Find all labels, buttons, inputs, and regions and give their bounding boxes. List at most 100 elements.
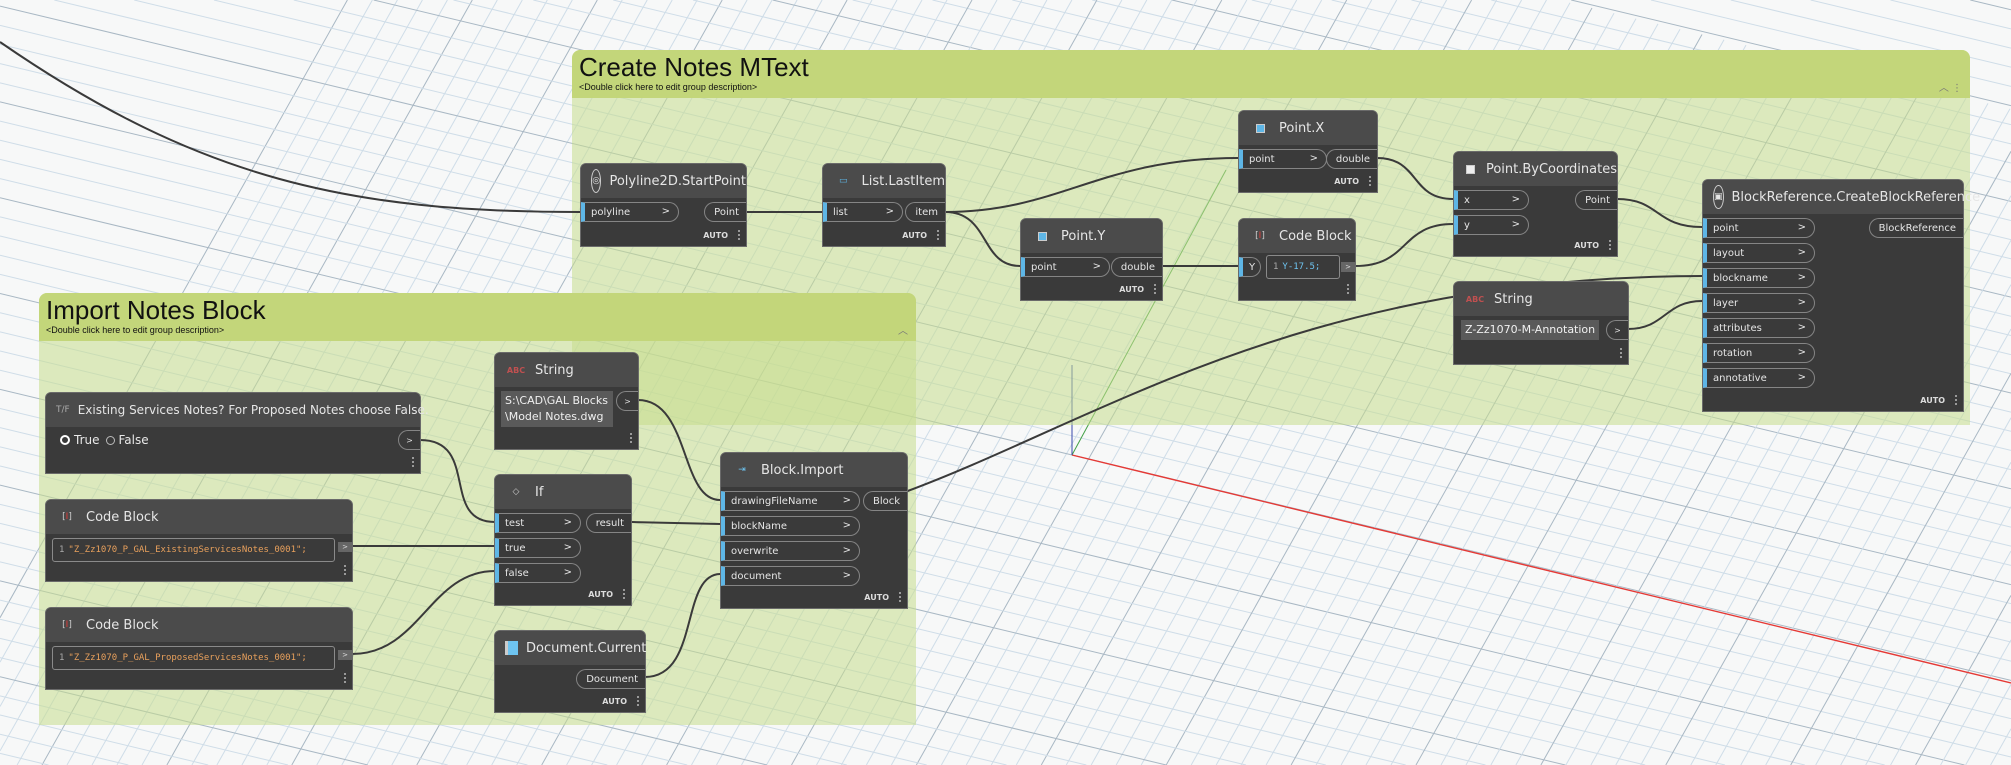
input-port-layer[interactable]: layer> xyxy=(1703,293,1815,313)
grid-line xyxy=(1890,550,2011,765)
string-value-input[interactable]: Z-Zz1070-M-Annotation xyxy=(1461,320,1600,340)
input-port-document[interactable]: document> xyxy=(721,566,860,586)
output-port-point[interactable]: Point xyxy=(1575,190,1617,210)
code-block-icon: [I] xyxy=(62,512,72,522)
node-point-bycoordinates[interactable]: Point.ByCoordinates x> y> Point AUTO xyxy=(1453,151,1618,257)
output-port[interactable]: > xyxy=(1606,320,1628,340)
lacing-label[interactable]: AUTO xyxy=(1574,241,1599,250)
input-port-x[interactable]: x> xyxy=(1454,190,1529,210)
group-description[interactable]: <Double click here to edit group descrip… xyxy=(579,82,758,92)
group-description[interactable]: <Double click here to edit group descrip… xyxy=(46,325,225,335)
lacing-label[interactable]: AUTO xyxy=(588,590,613,599)
output-port-double[interactable]: double xyxy=(1110,257,1162,277)
more-icon[interactable] xyxy=(344,673,346,685)
lacing-label[interactable]: AUTO xyxy=(1119,285,1144,294)
group-header[interactable]: Create Notes MText <Double click here to… xyxy=(572,50,1970,98)
output-port[interactable]: > xyxy=(1341,262,1355,272)
input-port-point[interactable]: point> xyxy=(1703,218,1815,238)
lacing-label[interactable]: AUTO xyxy=(703,231,728,240)
output-port[interactable]: > xyxy=(338,650,352,660)
grid-line xyxy=(0,714,209,765)
node-code-block-existing[interactable]: [I]Code Block 1"Z_Zz1070_P_GAL_ExistingS… xyxy=(45,499,353,582)
collapse-icon[interactable]: ︿ xyxy=(898,326,908,337)
output-port-result[interactable]: result xyxy=(585,513,631,533)
lacing-label[interactable]: AUTO xyxy=(902,231,927,240)
input-port-polyline[interactable]: polyline> xyxy=(581,202,679,222)
radio-false[interactable]: False xyxy=(105,433,149,447)
code-editor[interactable]: 1"Z_Zz1070_P_GAL_ExistingServicesNotes_0… xyxy=(52,538,335,562)
node-document-current[interactable]: Document.Current Document AUTO xyxy=(494,630,646,713)
node-point-y[interactable]: Point.Y point> double AUTO xyxy=(1020,218,1163,301)
grid-line xyxy=(1815,417,2011,765)
node-create-block-reference[interactable]: ▣BlockReference.CreateBlockReference poi… xyxy=(1702,179,1980,412)
input-port-point[interactable]: point> xyxy=(1239,149,1327,169)
output-port[interactable]: > xyxy=(616,391,638,411)
more-icon[interactable] xyxy=(344,565,346,577)
output-port-point[interactable]: Point xyxy=(704,202,746,222)
more-icon[interactable] xyxy=(1369,176,1371,188)
group-title[interactable]: Create Notes MText xyxy=(579,52,809,82)
input-port-true[interactable]: true> xyxy=(495,538,581,558)
node-if[interactable]: ◇If test> true> false> result AUTO xyxy=(494,474,632,606)
list-icon: ▭ xyxy=(838,176,848,186)
group-header[interactable]: Import Notes Block <Double click here to… xyxy=(39,293,916,341)
input-port-blockname[interactable]: blockname> xyxy=(1703,268,1815,288)
output-port[interactable]: > xyxy=(398,430,420,450)
more-icon[interactable] xyxy=(899,592,901,604)
input-port-y[interactable]: y> xyxy=(1454,215,1529,235)
collapse-icon[interactable]: ︿ ⋮ xyxy=(1938,83,1962,94)
output-port[interactable]: > xyxy=(338,542,352,552)
group-title[interactable]: Import Notes Block xyxy=(46,295,266,325)
block-reference-icon: ▣ xyxy=(1713,185,1724,209)
more-icon[interactable] xyxy=(937,230,939,242)
input-port-rotation[interactable]: rotation> xyxy=(1703,343,1815,363)
radio-true[interactable]: True xyxy=(60,433,100,447)
more-icon[interactable] xyxy=(1609,240,1611,252)
more-icon[interactable] xyxy=(637,696,639,708)
input-port-attributes[interactable]: attributes> xyxy=(1703,318,1815,338)
node-point-x[interactable]: Point.X point> double AUTO xyxy=(1238,110,1378,193)
input-port-layout[interactable]: layout> xyxy=(1703,243,1815,263)
input-port-false[interactable]: false> xyxy=(495,563,581,583)
input-port-test[interactable]: test> xyxy=(495,513,581,533)
more-icon[interactable] xyxy=(623,589,625,601)
lacing-label[interactable]: AUTO xyxy=(1334,177,1359,186)
input-port-annotative[interactable]: annotative> xyxy=(1703,368,1815,388)
input-port-point[interactable]: point> xyxy=(1021,257,1110,277)
more-icon[interactable] xyxy=(1955,395,1957,407)
lacing-label[interactable]: AUTO xyxy=(864,593,889,602)
node-title: String xyxy=(1494,291,1533,307)
node-block-import[interactable]: ⇥Block.Import drawingFileName> blockName… xyxy=(720,452,908,609)
more-icon[interactable] xyxy=(1347,284,1349,296)
polyline-icon: ◎ xyxy=(591,169,602,193)
input-port-y[interactable]: Y xyxy=(1239,257,1261,277)
node-code-block-proposed[interactable]: [I]Code Block 1"Z_Zz1070_P_GAL_ProposedS… xyxy=(45,607,353,690)
input-port-blockname[interactable]: blockName> xyxy=(721,516,860,536)
input-port-list[interactable]: list> xyxy=(823,202,903,222)
output-port-item[interactable]: item xyxy=(905,202,945,222)
output-port-document[interactable]: Document xyxy=(576,669,645,689)
code-editor[interactable]: 1"Z_Zz1070_P_GAL_ProposedServicesNotes_0… xyxy=(52,646,335,670)
input-port-overwrite[interactable]: overwrite> xyxy=(721,541,860,561)
more-icon[interactable] xyxy=(1154,284,1156,296)
output-port-block[interactable]: Block xyxy=(862,491,907,511)
more-icon[interactable] xyxy=(630,433,632,445)
lacing-label[interactable]: AUTO xyxy=(1920,396,1945,405)
document-icon xyxy=(505,637,518,659)
input-port-drawingfilename[interactable]: drawingFileName> xyxy=(721,491,860,511)
more-icon[interactable] xyxy=(1620,348,1622,360)
more-icon[interactable] xyxy=(738,230,740,242)
string-value-input[interactable]: S:\CAD\GAL Blocks \Model Notes.dwg xyxy=(501,391,613,427)
lacing-label[interactable]: AUTO xyxy=(602,697,627,706)
node-polyline2d-startpoint[interactable]: ◎Polyline2D.StartPoint polyline> Point A… xyxy=(580,163,747,247)
output-port-double[interactable]: double xyxy=(1325,149,1377,169)
node-list-lastitem[interactable]: ▭List.LastItem list> item AUTO xyxy=(822,163,946,247)
more-icon[interactable] xyxy=(412,457,414,469)
output-port-blockreference[interactable]: BlockReference xyxy=(1868,218,1963,238)
